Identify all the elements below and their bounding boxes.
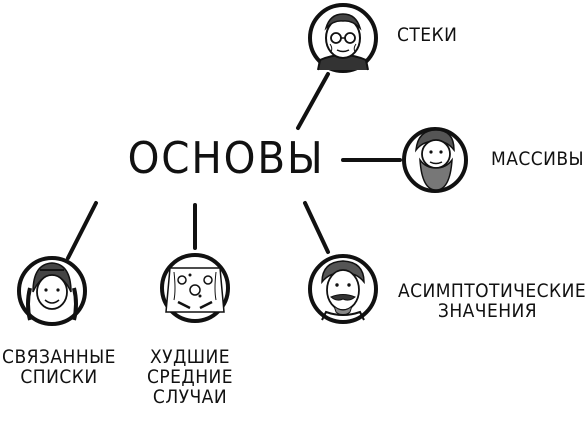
connector-stacks xyxy=(296,72,330,130)
pinball-machine-portrait xyxy=(160,253,230,323)
node-label-line: СВЯЗАННЫЕ xyxy=(2,346,116,368)
node-label-line: СТЕКИ xyxy=(397,24,458,46)
mustache-man-portrait xyxy=(308,254,378,324)
node-label-line: СПИСКИ xyxy=(20,365,98,388)
node-label-line: ЗНАЧЕНИЯ xyxy=(437,299,538,322)
node-label-line: АСИМПТОТИЧЕСКИЕ xyxy=(397,280,587,302)
node-label-line: МАССИВЫ xyxy=(491,148,585,170)
node-label-asymptotic: АСИМПТОТИЧЕСКИЕ ЗНАЧЕНИЯ xyxy=(397,280,587,322)
node-label-line: ХУДШИЕ xyxy=(149,346,231,368)
node-label-arrays: МАССИВЫ xyxy=(491,148,585,170)
connector-asymptotic xyxy=(303,201,330,254)
node-label-worst-cases: ХУДШИЕ СРЕДНИЕ СЛУЧАИ xyxy=(136,346,244,408)
braided-girl-portrait xyxy=(17,256,87,326)
old-man-glasses-portrait xyxy=(308,3,378,73)
node-label-linked-lists: СВЯЗАННЫЕ СПИСКИ xyxy=(1,346,118,388)
root-label: ОСНОВЫ xyxy=(127,133,325,184)
connector-linked xyxy=(66,201,98,260)
bearded-man-portrait xyxy=(402,127,468,193)
node-label-line: СРЕДНИЕ xyxy=(146,365,234,388)
node-label-line: СЛУЧАИ xyxy=(152,385,228,408)
node-label-stacks: СТЕКИ xyxy=(397,24,469,46)
